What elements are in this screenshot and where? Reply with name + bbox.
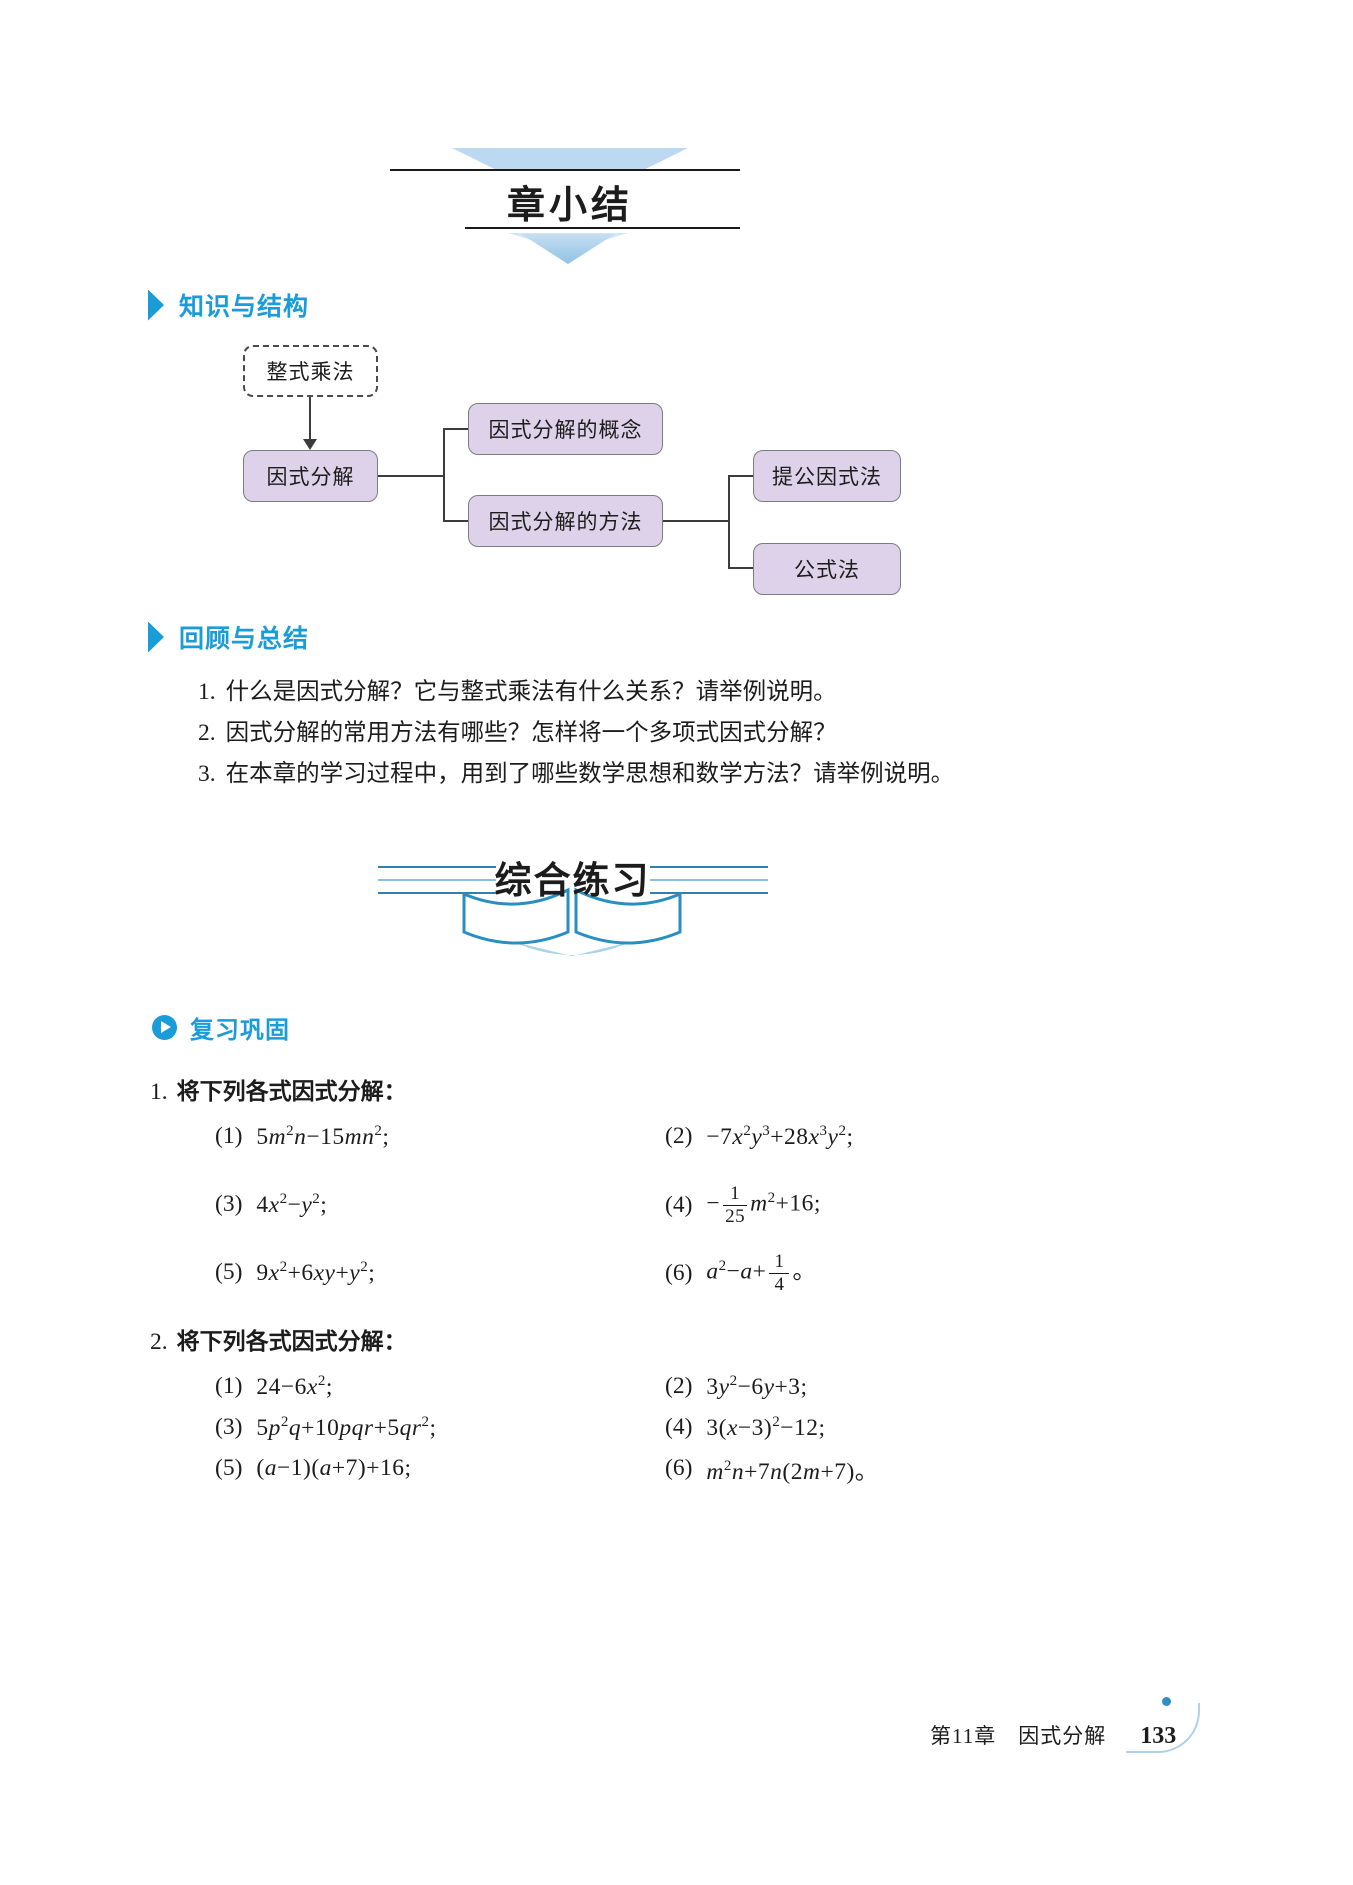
- item-formula: 24−6x2;: [256, 1372, 333, 1400]
- title-rule-top: [390, 169, 740, 171]
- exercise-item: (5) 9x2+6xy+y2;: [215, 1259, 665, 1287]
- section-review-header: 回顾与总结: [148, 619, 309, 655]
- item-label: (4): [665, 1413, 693, 1440]
- item-formula: 9x2+6xy+y2;: [256, 1259, 376, 1286]
- item-label: (2): [665, 1123, 693, 1150]
- exercise-item: (3) 4x2−y2;: [215, 1191, 665, 1219]
- item-label: (1): [215, 1372, 243, 1399]
- flowchart-node-common-factor: 提公因式法: [753, 450, 901, 502]
- question-item: 3. 在本章的学习过程中，用到了哪些数学思想和数学方法？请举例说明。: [198, 754, 954, 795]
- question-number: 2.: [198, 720, 216, 746]
- exercise-item: (2) −7x2y3+28x3y2;: [665, 1123, 1125, 1151]
- item-formula: (a−1)(a+7)+16;: [256, 1455, 412, 1481]
- title-rule-bottom: [465, 227, 740, 229]
- question-number: 3.: [198, 761, 216, 787]
- flowchart-node-formula-method: 公式法: [753, 543, 901, 595]
- connector-line: [728, 475, 730, 569]
- question-item: 2. 因式分解的常用方法有哪些？怎样将一个多项式因式分解？: [198, 713, 954, 754]
- footer-chapter: 第11章 因式分解: [930, 1724, 1107, 1748]
- item-label: (4): [665, 1191, 693, 1218]
- problem-1-items: (1) 5m2n−15mn2; (2) −7x2y3+28x3y2; (3) 4…: [215, 1103, 1125, 1307]
- item-formula: 4x2−y2;: [256, 1191, 328, 1218]
- flowchart-node-method: 因式分解的方法: [468, 495, 663, 547]
- item-formula: 3(x−3)2−12;: [706, 1413, 826, 1441]
- connector-line: [728, 475, 753, 477]
- item-label: (3): [215, 1191, 243, 1218]
- problem-2-items: (1) 24−6x2; (2) 3y2−6y+3; (3) 5p2q+10pqr…: [215, 1366, 1125, 1489]
- footer-dot-decoration: [1162, 1697, 1171, 1706]
- title-triangle-decoration: [521, 234, 615, 264]
- section-title: 回顾与总结: [179, 625, 310, 653]
- page-title: 章小结: [506, 185, 633, 227]
- item-formula: 5m2n−15mn2;: [256, 1123, 390, 1150]
- practice-title: 综合练习: [494, 860, 651, 901]
- section-arrow-icon: [148, 621, 164, 653]
- problem-2-header: 2. 将下列各式因式分解：: [150, 1322, 407, 1356]
- flowchart-node-factorization: 因式分解: [243, 450, 378, 502]
- banner-lines-left: [378, 866, 496, 894]
- arrow-down-icon: [303, 439, 317, 450]
- problem-number: 2.: [150, 1329, 168, 1355]
- question-text: 因式分解的常用方法有哪些？怎样将一个多项式因式分解？: [225, 720, 837, 746]
- open-book-icon: [462, 887, 682, 956]
- connector-line: [309, 397, 311, 440]
- flowchart-node-concept: 因式分解的概念: [468, 403, 663, 455]
- item-label: (5): [215, 1259, 243, 1286]
- question-item: 1. 什么是因式分解？它与整式乘法有什么关系？请举例说明。: [198, 672, 954, 713]
- problem-1-header: 1. 将下列各式因式分解：: [150, 1072, 407, 1106]
- problem-number: 1.: [150, 1079, 168, 1105]
- page-number: 133: [1140, 1723, 1177, 1749]
- item-label: (5): [215, 1455, 243, 1481]
- exercise-item: (4) 3(x−3)2−12;: [665, 1414, 1125, 1442]
- connector-line: [728, 567, 753, 569]
- exercise-item: (5) (a−1)(a+7)+16;: [215, 1455, 665, 1482]
- connector-line: [378, 475, 443, 477]
- item-label: (6): [665, 1259, 693, 1286]
- item-formula: −7x2y3+28x3y2;: [706, 1123, 854, 1150]
- problem-prompt: 将下列各式因式分解：: [176, 1328, 407, 1354]
- item-label: (6): [665, 1455, 693, 1481]
- exercise-item: (1) 24−6x2;: [215, 1373, 665, 1401]
- banner-lines-right: [650, 866, 768, 894]
- section-knowledge-header: 知识与结构: [148, 287, 309, 323]
- section-title: 知识与结构: [179, 293, 310, 321]
- item-label: (2): [665, 1372, 693, 1399]
- connector-line: [443, 428, 445, 522]
- subsection-header: 复习巩固: [152, 1010, 290, 1045]
- problem-prompt: 将下列各式因式分解：: [176, 1078, 407, 1104]
- connector-line: [663, 520, 728, 522]
- item-formula: 3y2−6y+3;: [706, 1372, 808, 1400]
- review-questions: 1. 什么是因式分解？它与整式乘法有什么关系？请举例说明。 2. 因式分解的常用…: [198, 672, 954, 795]
- question-text: 在本章的学习过程中，用到了哪些数学思想和数学方法？请举例说明。: [225, 761, 955, 787]
- item-formula: m2n+7n(2m+7)。: [706, 1457, 879, 1485]
- title-trapezoid-decoration: [452, 148, 688, 169]
- question-number: 1.: [198, 679, 216, 705]
- exercise-item: (1) 5m2n−15mn2;: [215, 1123, 665, 1151]
- exercise-item: (2) 3y2−6y+3;: [665, 1373, 1125, 1401]
- item-label: (1): [215, 1123, 243, 1150]
- exercise-item: (6) m2n+7n(2m+7)。: [665, 1452, 1125, 1486]
- play-circle-icon: [152, 1015, 177, 1040]
- item-label: (3): [215, 1413, 243, 1440]
- subsection-title: 复习巩固: [190, 1017, 290, 1044]
- page-footer: 第11章 因式分解 133: [930, 1720, 1176, 1750]
- question-text: 什么是因式分解？它与整式乘法有什么关系？请举例说明。: [225, 679, 837, 705]
- flowchart-node-integral-multiplication: 整式乘法: [243, 345, 378, 397]
- section-arrow-icon: [148, 289, 164, 321]
- item-formula: 5p2q+10pqr+5qr2;: [256, 1413, 437, 1441]
- exercise-item: (3) 5p2q+10pqr+5qr2;: [215, 1414, 665, 1442]
- connector-line: [443, 520, 468, 522]
- connector-line: [443, 428, 468, 430]
